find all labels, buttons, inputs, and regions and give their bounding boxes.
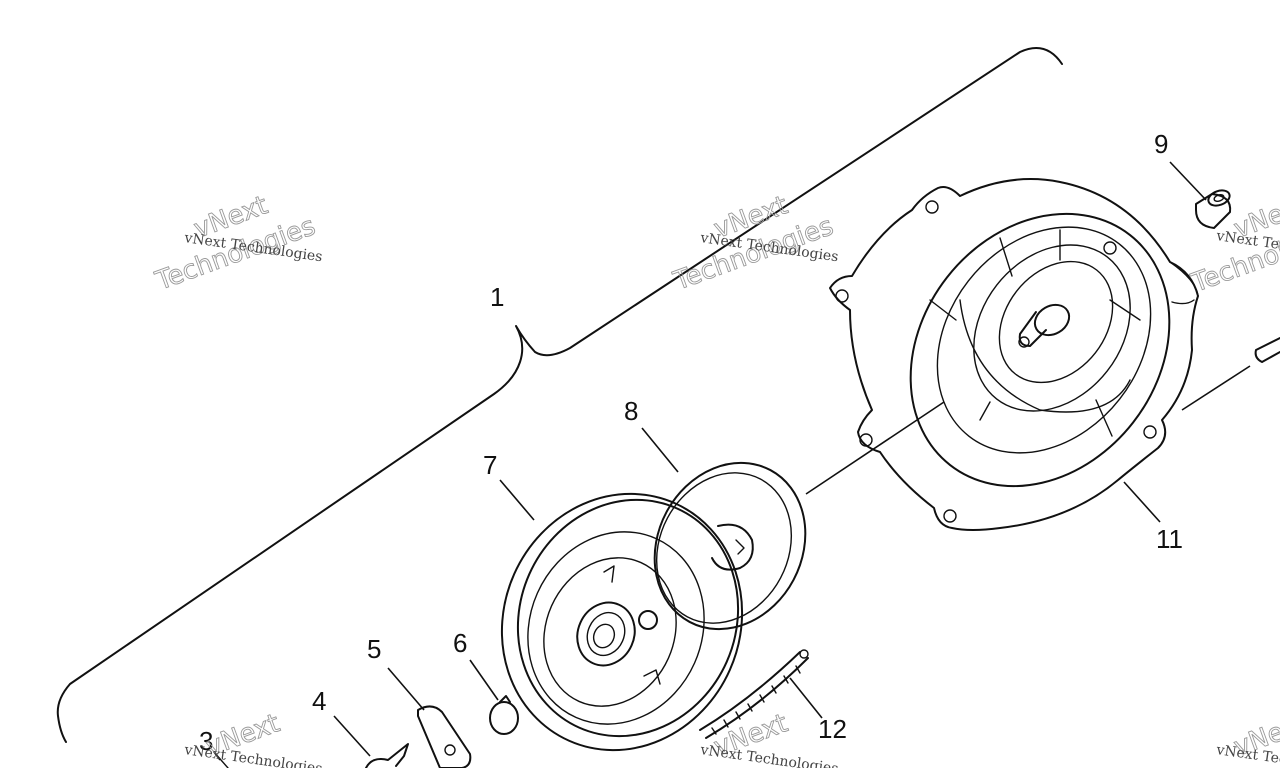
leader-12 [789, 677, 823, 719]
callout-11: 11 [1156, 524, 1183, 554]
leader-6 [469, 659, 499, 701]
leader-4 [333, 715, 371, 757]
watermark-left-lower: vNext vNext Technologies [182, 708, 323, 768]
watermark-left-upper: vNext Technologies vNext Technologies [151, 190, 324, 297]
pulley-part-7 [500, 492, 744, 752]
callout-6: 6 [453, 628, 467, 658]
leader-7 [499, 479, 535, 521]
spring-clip-part-6 [489, 695, 519, 735]
centerline-bolt [1181, 365, 1251, 411]
callout-7: 7 [483, 450, 497, 480]
watermark-center-upper: vNext Technologies vNext Technologies [669, 190, 840, 297]
bolt-partial [1254, 337, 1280, 363]
leader-3 [213, 751, 221, 761]
callout-9: 9 [1154, 129, 1168, 159]
callout-12: 12 [818, 714, 847, 744]
leader-11 [1123, 481, 1161, 523]
leader-5 [387, 667, 425, 711]
spring-cover-part-8 [653, 461, 807, 631]
callout-8: 8 [624, 396, 638, 426]
bushing-part-9 [1195, 189, 1232, 229]
callout-3: 3 [199, 726, 213, 756]
callout-1: 1 [490, 282, 504, 312]
recoil-housing-part-11 [829, 178, 1199, 531]
starter-rope-part-12 [699, 649, 809, 739]
svg-text:vNext Technologies: vNext Technologies [698, 742, 839, 768]
centerline-housing [805, 401, 945, 495]
part-4-partial [365, 743, 409, 768]
callout-5: 5 [367, 634, 381, 664]
leader-8 [641, 427, 679, 473]
leader-9 [1169, 161, 1207, 201]
watermark-right-upper: vNext Technologies vNext Technologies [1187, 190, 1280, 299]
assembly-bracket [56, 47, 1063, 743]
callout-4: 4 [312, 686, 326, 716]
pawl-part-5 [417, 705, 472, 768]
watermark-right-lower: vNext vNext Technologies [1214, 708, 1280, 768]
